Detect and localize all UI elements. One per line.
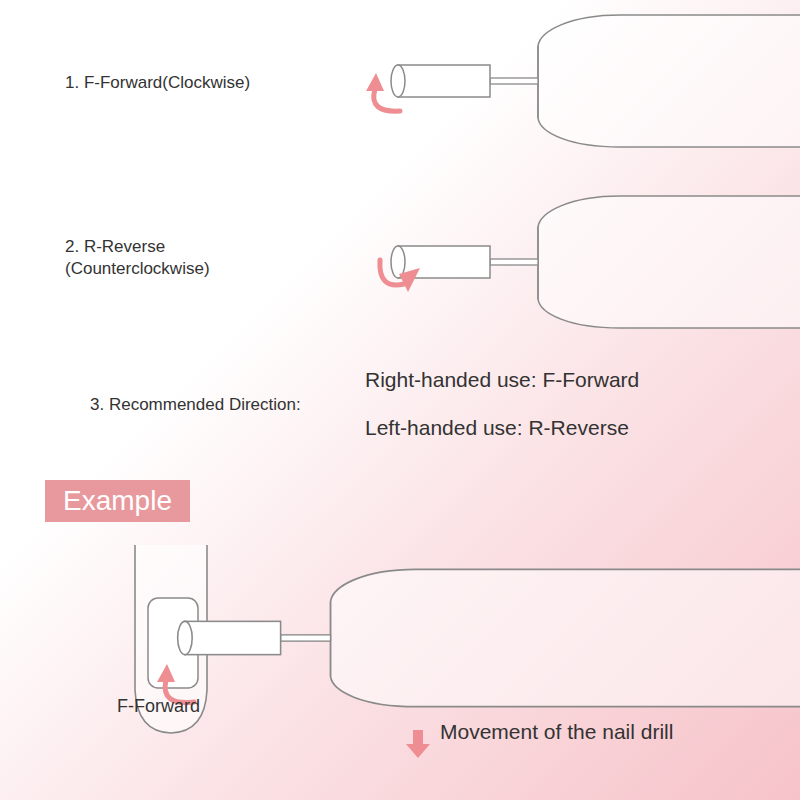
direction-label: F-Forward: [117, 695, 200, 718]
drill-example: [178, 569, 800, 706]
movement-arrow: [406, 730, 430, 758]
drill-reverse: [380, 196, 800, 328]
step-label: 1. F-Forward(Clockwise): [65, 72, 250, 94]
badge-text: Example: [63, 485, 172, 517]
recommendation-text: Right-handed use: F-Forward: [365, 366, 639, 393]
step-label: 3. Recommended Direction:: [90, 394, 301, 416]
recommendation-text: Left-handed use: R-Reverse: [365, 414, 629, 441]
step-label: 2. R-Reverse (Counterclockwise): [65, 236, 235, 280]
drill-forward: [366, 15, 800, 147]
movement-label: Movement of the nail drill: [440, 718, 673, 745]
example-badge: Example: [45, 480, 190, 522]
